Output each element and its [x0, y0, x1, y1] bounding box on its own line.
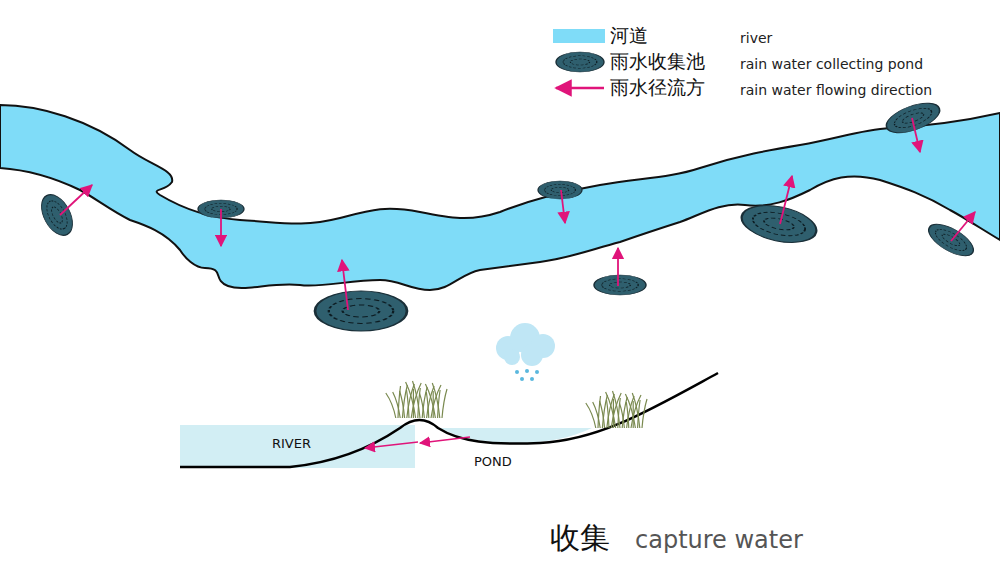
section-pond-water	[440, 428, 592, 443]
section-label: RIVER	[272, 437, 311, 452]
legend-arrow-sample	[556, 87, 604, 90]
collecting-pond	[538, 181, 582, 199]
grass	[386, 381, 647, 428]
legend-swatch	[553, 29, 605, 43]
collecting-pond	[738, 199, 819, 248]
legend-pond-sample	[556, 52, 604, 72]
rain-cloud	[496, 323, 555, 381]
flow-arrows	[60, 118, 975, 310]
legend-text: 河道	[610, 25, 648, 47]
caption: 收集	[550, 521, 610, 556]
collecting-pond	[594, 275, 646, 295]
legend-english: river	[740, 30, 772, 46]
section-label: POND	[474, 455, 512, 470]
legend-english: rain water flowing direction	[740, 82, 932, 98]
legend-english: rain water collecting pond	[740, 56, 923, 72]
collecting-pond	[315, 291, 407, 331]
legend-text: 雨水收集池	[610, 51, 705, 73]
legend-text: 雨水径流方	[610, 77, 705, 99]
caption-english: capture water	[635, 527, 803, 555]
ground-line	[180, 373, 718, 467]
collecting-pond	[35, 189, 79, 240]
section-flow-arrows	[365, 437, 470, 448]
collecting-pond	[883, 97, 944, 139]
river-channel	[0, 105, 1000, 290]
